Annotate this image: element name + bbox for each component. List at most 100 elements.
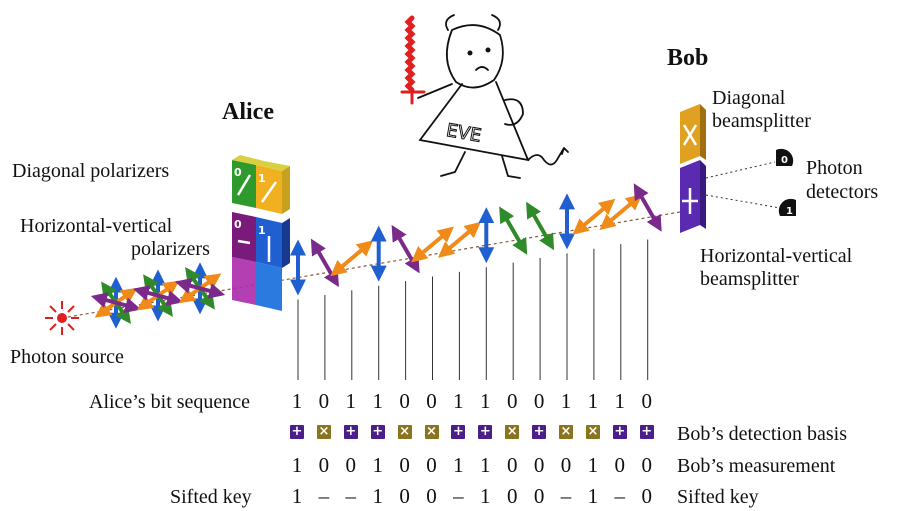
- diagonal-beamsplitter-label-line2: beamsplitter: [712, 110, 811, 132]
- bob-measurement-bit-1: 0: [318, 453, 330, 477]
- sifted-key-bit-3: 1: [372, 484, 383, 508]
- alice-bit-10: 1: [560, 389, 572, 413]
- alice-bit-sequence-label: Alice’s bit sequence: [89, 391, 251, 413]
- unpolarized-photons: [90, 262, 226, 329]
- bob-measurement-bit-8: 0: [506, 453, 518, 477]
- alice-bit-4: 0: [399, 389, 410, 413]
- sifted-key-bit-7: 1: [480, 484, 491, 508]
- bob-basis-plus-icon-13: +: [639, 424, 654, 439]
- bob-measurement-bit-0: 1: [291, 453, 303, 477]
- alice-bit-11: 1: [587, 389, 599, 413]
- polarizer-bit-0a: 0: [234, 166, 242, 179]
- sifted-key-bit-1: –: [318, 484, 330, 508]
- alice-bit-12: 1: [614, 389, 626, 413]
- alice-polarizers: 0 1 0 1: [232, 155, 290, 311]
- polarizer-bit-0b: 0: [234, 218, 242, 231]
- eve-devil-illustration: EVE: [400, 14, 569, 179]
- bob-measurement-bit-10: 0: [560, 453, 572, 477]
- alice-bit-7: 1: [480, 389, 491, 413]
- bob-measurement-bit-4: 0: [399, 453, 410, 477]
- alice-bit-1: 0: [318, 389, 330, 413]
- photon-arrow-9: [526, 201, 555, 251]
- hv-polarizers-label-line2: polarizers: [131, 238, 210, 260]
- detector-link-1: [705, 194, 781, 209]
- alice-label: Alice: [222, 99, 274, 125]
- photon-source-icon: [45, 301, 79, 335]
- alice-bit-3: 1: [372, 389, 383, 413]
- polarizer-bit-1a: 1: [258, 172, 266, 185]
- bob-basis-plus-icon-0: +: [290, 424, 304, 439]
- photon-detectors-label-line2: detectors: [806, 181, 879, 203]
- hv-polarizers-label-line1: Horizontal-vertical: [20, 215, 173, 237]
- photon-arrow-2: [330, 240, 374, 277]
- burst-1-arrow-3: [132, 285, 184, 306]
- sifted-key-label-right: Sifted key: [677, 486, 759, 508]
- bob-basis-plus-icon-6: +: [451, 424, 466, 439]
- bob-basis-cross-icon-1: ×: [316, 424, 331, 439]
- svg-text:0: 0: [781, 155, 788, 166]
- bob-basis-plus-icon-3: +: [370, 424, 385, 439]
- hv-beamsplitter-label-line1: Horizontal-vertical: [700, 245, 853, 267]
- bob-basis-plus-icon-2: +: [343, 424, 358, 439]
- photon-arrow-13: [633, 183, 662, 232]
- alice-bit-13: 0: [641, 389, 652, 413]
- bob-basis-plus-icon-7: +: [478, 424, 493, 439]
- bob-basis-cross-icon-5: ×: [424, 424, 439, 439]
- sifted-key-bit-4: 0: [399, 484, 410, 508]
- alice-bit-2: 1: [345, 389, 357, 413]
- bob-measurement-bit-13: 0: [641, 453, 652, 477]
- diagonal-polarizers-label: Diagonal polarizers: [12, 160, 170, 182]
- hv-beamsplitter-label-line2: beamsplitter: [700, 268, 799, 290]
- bit-connector-lines: [297, 239, 649, 380]
- bob-measurement-label: Bob’s measurement: [677, 455, 836, 477]
- bob-basis-plus-icon-12: +: [612, 424, 627, 439]
- sifted-key-bit-11: 1: [587, 484, 599, 508]
- photon-detector-1-icon: 1: [778, 198, 796, 217]
- svg-text:1: 1: [786, 206, 793, 217]
- photon-arrow-6: [437, 221, 481, 258]
- bob-measurement-bit-3: 1: [372, 453, 383, 477]
- photon-arrow-8: [499, 206, 528, 255]
- photon-arrow-11: [572, 198, 616, 235]
- sifted-key-bit-8: 0: [506, 484, 518, 508]
- photon-arrow-12: [599, 194, 643, 231]
- bob-measurement-bit-5: 0: [426, 453, 437, 477]
- sifted-key-bit-6: –: [453, 484, 464, 508]
- photon-arrow-1: [310, 238, 339, 288]
- bob-measurement-bit-7: 1: [480, 453, 491, 477]
- alice-bit-0: 1: [291, 389, 303, 413]
- bob-measurement-bit-2: 0: [345, 453, 357, 477]
- sifted-key-label-left: Sifted key: [170, 486, 252, 508]
- bob-basis-cross-icon-4: ×: [397, 424, 412, 439]
- polarizer-bit-1b: 1: [258, 224, 266, 237]
- bob-detection-basis-label: Bob’s detection basis: [677, 423, 847, 445]
- photon-source-label: Photon source: [10, 346, 124, 368]
- alice-bit-6: 1: [453, 389, 464, 413]
- bob-basis-plus-icon-9: +: [532, 424, 547, 439]
- bob-beamsplitters: [680, 104, 706, 233]
- bob-measurement-bit-11: 1: [587, 453, 599, 477]
- photon-detectors-label-line1: Photon: [806, 157, 863, 179]
- svg-text:EVE: EVE: [445, 120, 483, 147]
- sifted-key-bit-13: 0: [641, 484, 652, 508]
- sifted-key-bit-2: –: [345, 484, 357, 508]
- alice-bit-8: 0: [506, 389, 518, 413]
- sifted-key-bit-5: 0: [426, 484, 437, 508]
- bob-basis-cross-icon-11: ×: [585, 424, 600, 439]
- bob-basis-cross-icon-8: ×: [505, 424, 520, 439]
- bob-basis-row: + × + + × × + + × + × × + +: [0, 420, 905, 446]
- alice-bit-5: 0: [426, 389, 437, 413]
- photon-arrow-5: [411, 226, 454, 263]
- bob-measurement-bit-9: 0: [533, 453, 545, 477]
- bob-measurement-bit-12: 0: [614, 453, 626, 477]
- sifted-key-bit-10: –: [560, 484, 572, 508]
- bob-basis-cross-icon-10: ×: [559, 424, 573, 439]
- sifted-key-bit-0: 1: [291, 484, 303, 508]
- burst-0-arrow-3: [90, 292, 142, 314]
- sifted-key-bit-9: 0: [533, 484, 545, 508]
- photon-detector-0-icon: 0: [776, 148, 794, 166]
